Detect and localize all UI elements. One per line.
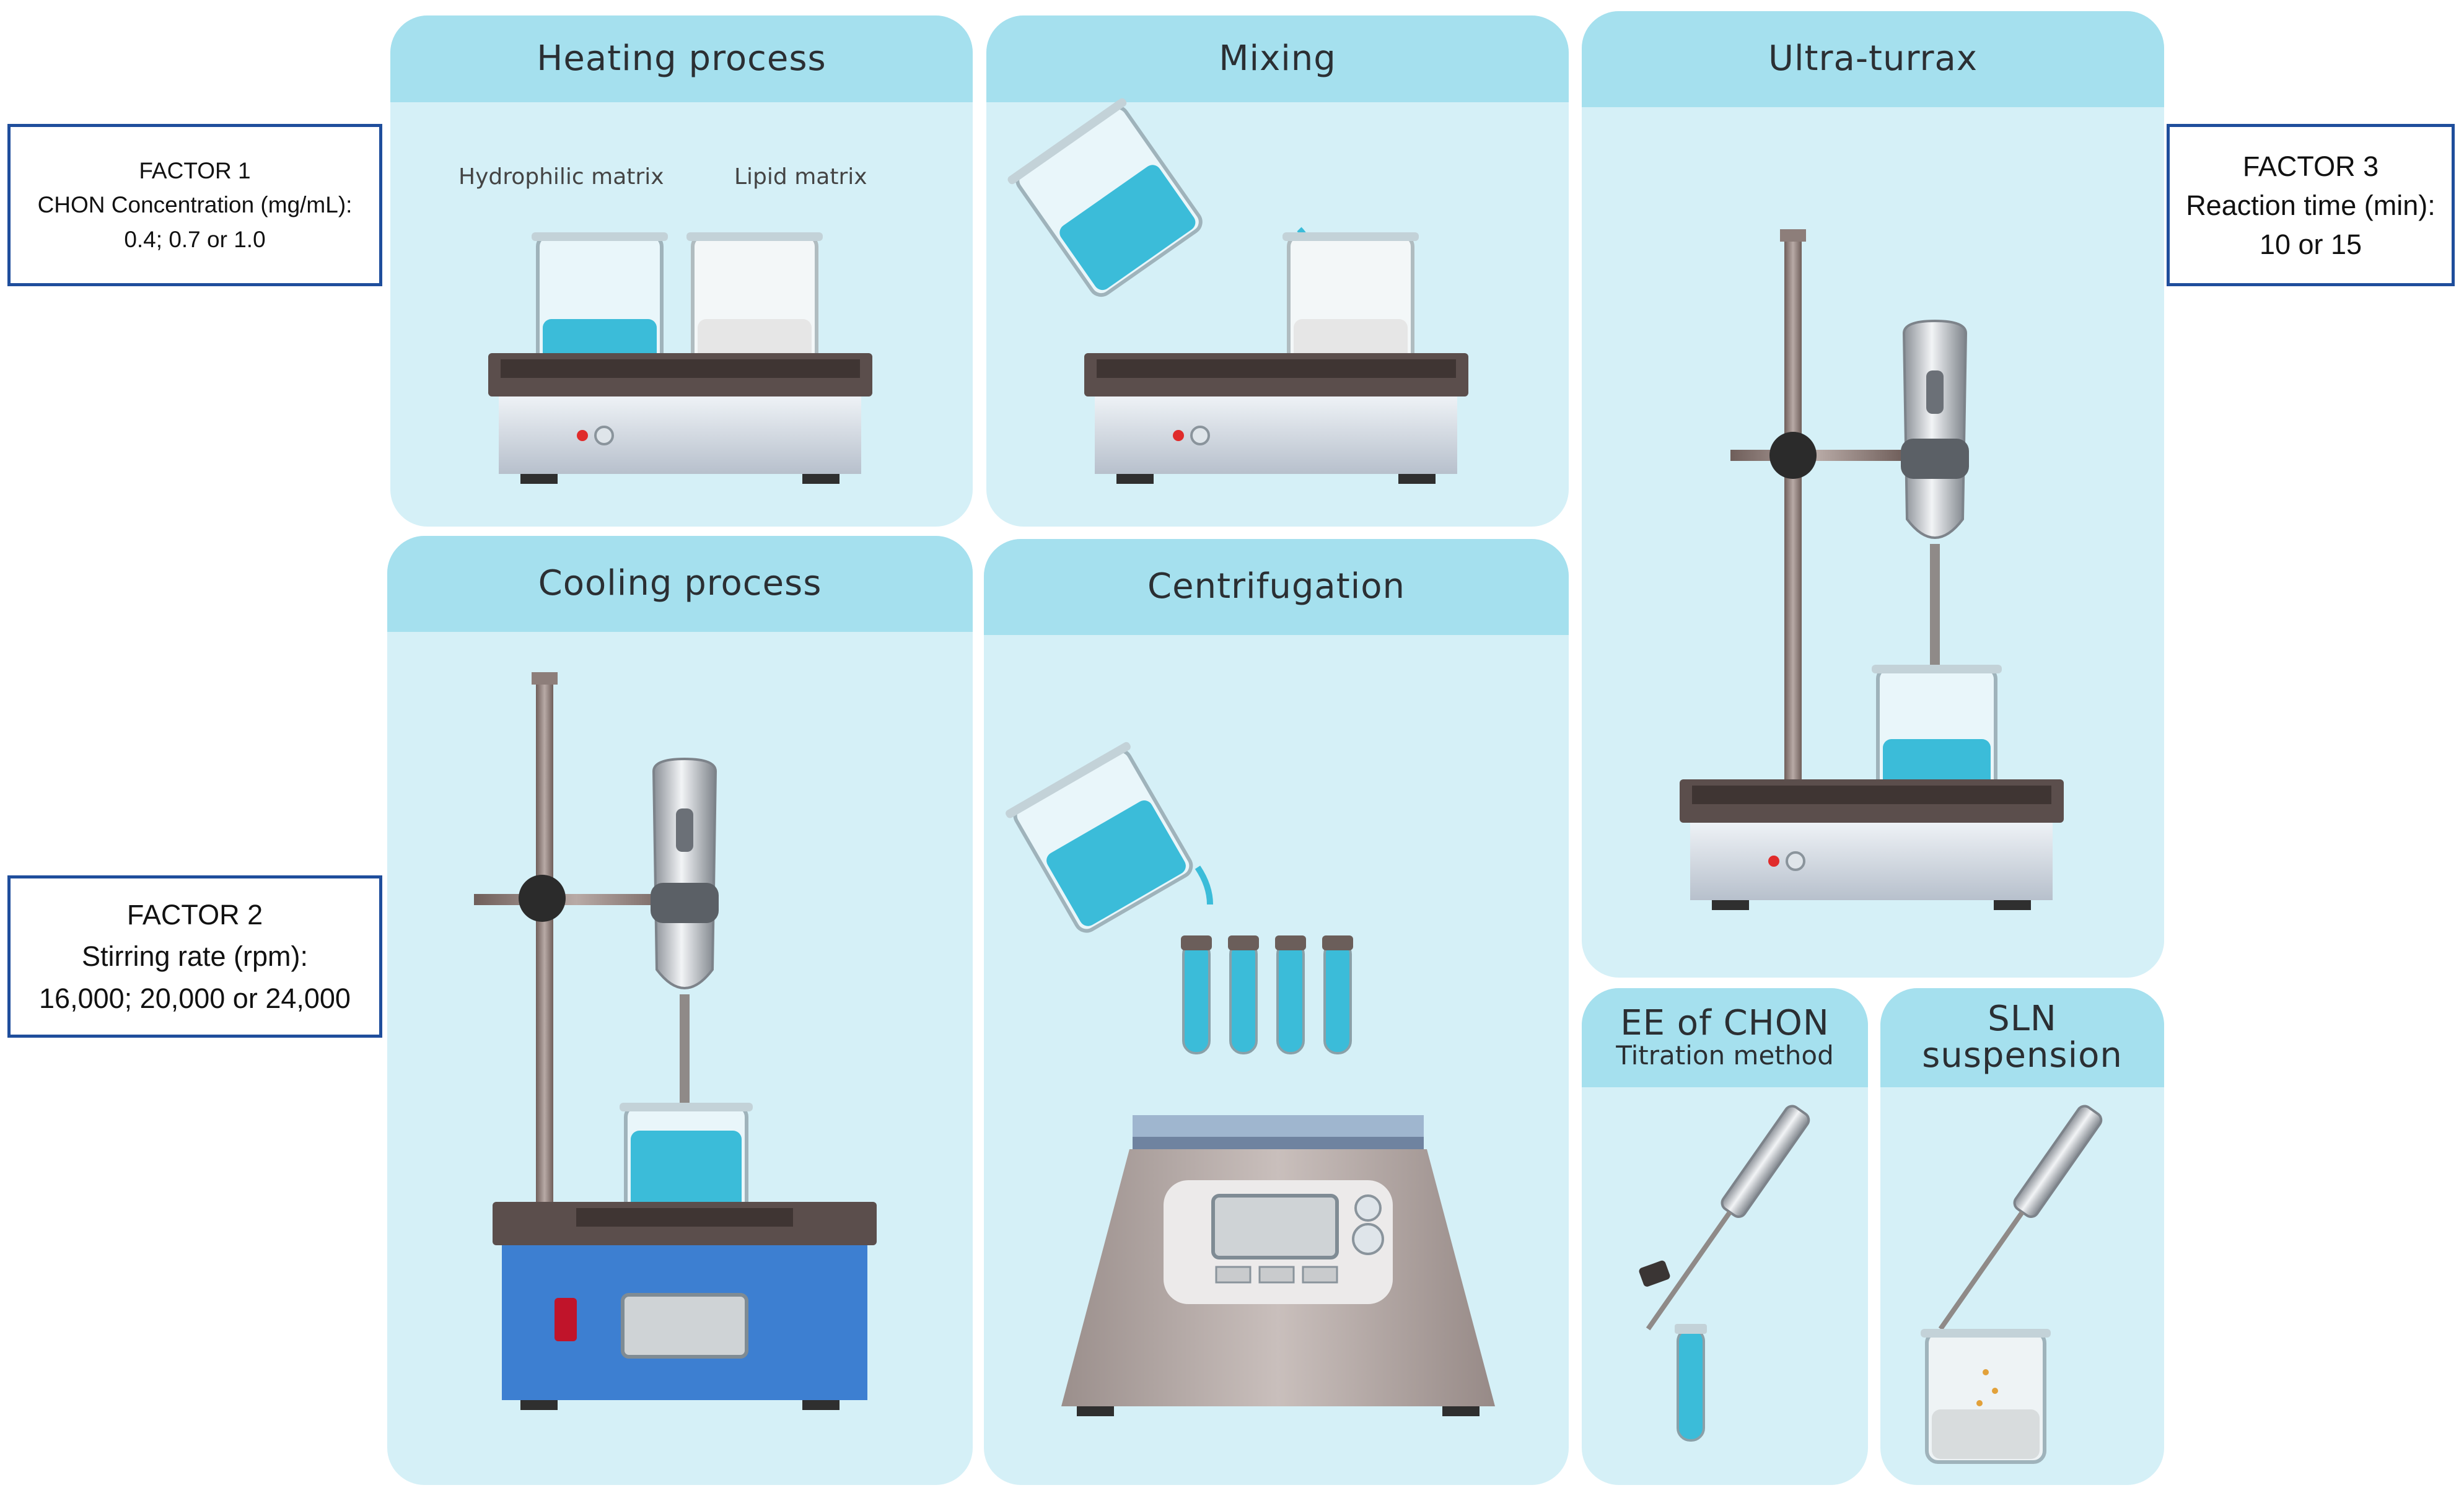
panel-mixing: Mixing [986, 15, 1569, 527]
beaker-icon [1007, 98, 1203, 297]
factor-1-box: FACTOR 1 CHON Concentration (mg/mL): 0.4… [7, 124, 382, 286]
panel-title: Mixing [1219, 38, 1336, 79]
panel-centrifugation: Centrifugation [984, 539, 1569, 1485]
panel-title: Cooling process [538, 563, 822, 604]
test-tube-icon [1228, 935, 1259, 1054]
stand-icon [474, 672, 877, 1410]
panel-title: Heating process [537, 38, 826, 79]
factor-heading: FACTOR 3 [2242, 150, 2379, 182]
factor-description: Reaction time (min): [2186, 189, 2436, 221]
homogenizer-icon [1901, 319, 1969, 736]
pipette-icon [1646, 1105, 1810, 1331]
panel-header: SLN suspension [1880, 988, 2164, 1087]
panel-sln-suspension: SLN suspension [1880, 988, 2164, 1485]
panel-title: EE of CHON [1620, 1002, 1830, 1043]
panel-title: Centrifugation [1147, 566, 1405, 607]
hydrophilic-matrix-label: Hydrophilic matrix [458, 164, 664, 190]
test-tube-icon [1675, 1324, 1707, 1442]
panel-header: Cooling process [387, 536, 973, 632]
factor-description: Stirring rate (rpm): [81, 940, 309, 973]
homogenizer-icon [651, 757, 719, 1180]
factor-heading: FACTOR 1 [139, 157, 251, 183]
test-tube-icon [1275, 935, 1306, 1054]
panel-header: Ultra-turrax [1582, 11, 2164, 107]
factor-heading: FACTOR 2 [126, 898, 263, 931]
panel-header: Heating process [390, 15, 973, 102]
pipette-icon [1921, 1105, 2103, 1464]
panel-title: Ultra-turrax [1768, 38, 1978, 79]
test-tube-icon [1322, 935, 1353, 1054]
panel-title: SLN suspension [1922, 999, 2123, 1075]
stand-icon [1680, 229, 2064, 910]
factor-values: 10 or 15 [2259, 228, 2362, 260]
hotplate-icon [488, 232, 872, 484]
panel-cooling-process: Cooling process [387, 536, 973, 1485]
centrifuge-icon [1006, 742, 1495, 1416]
beaker-icon [1006, 742, 1193, 933]
hotplate-icon [1007, 98, 1468, 484]
panel-ee-of-chon: EE of CHON Titration method [1582, 988, 1868, 1485]
panel-ultra-turrax: Ultra-turrax [1582, 11, 2164, 978]
factor-values: 16,000; 20,000 or 24,000 [39, 982, 351, 1014]
factor-3-box: FACTOR 3 Reaction time (min): 10 or 15 [2167, 124, 2455, 286]
panel-header: Centrifugation [984, 539, 1569, 635]
lipid-matrix-label: Lipid matrix [734, 164, 867, 190]
factor-description: CHON Concentration (mg/mL): [37, 192, 353, 218]
factor-2-box: FACTOR 2 Stirring rate (rpm): 16,000; 20… [7, 875, 382, 1038]
pipette-icon [1639, 1105, 1810, 1442]
panel-header: Mixing [986, 15, 1569, 102]
test-tube-icon [1181, 935, 1212, 1054]
panel-subtitle: Titration method [1616, 1040, 1834, 1071]
pipette-icon [1938, 1105, 2103, 1331]
beaker-icon [1921, 1329, 2051, 1464]
panel-heating-process: Heating process Hydrophilic matrix Lipid… [390, 15, 973, 527]
factor-values: 0.4; 0.7 or 1.0 [124, 226, 266, 252]
panel-header: EE of CHON Titration method [1582, 988, 1868, 1087]
